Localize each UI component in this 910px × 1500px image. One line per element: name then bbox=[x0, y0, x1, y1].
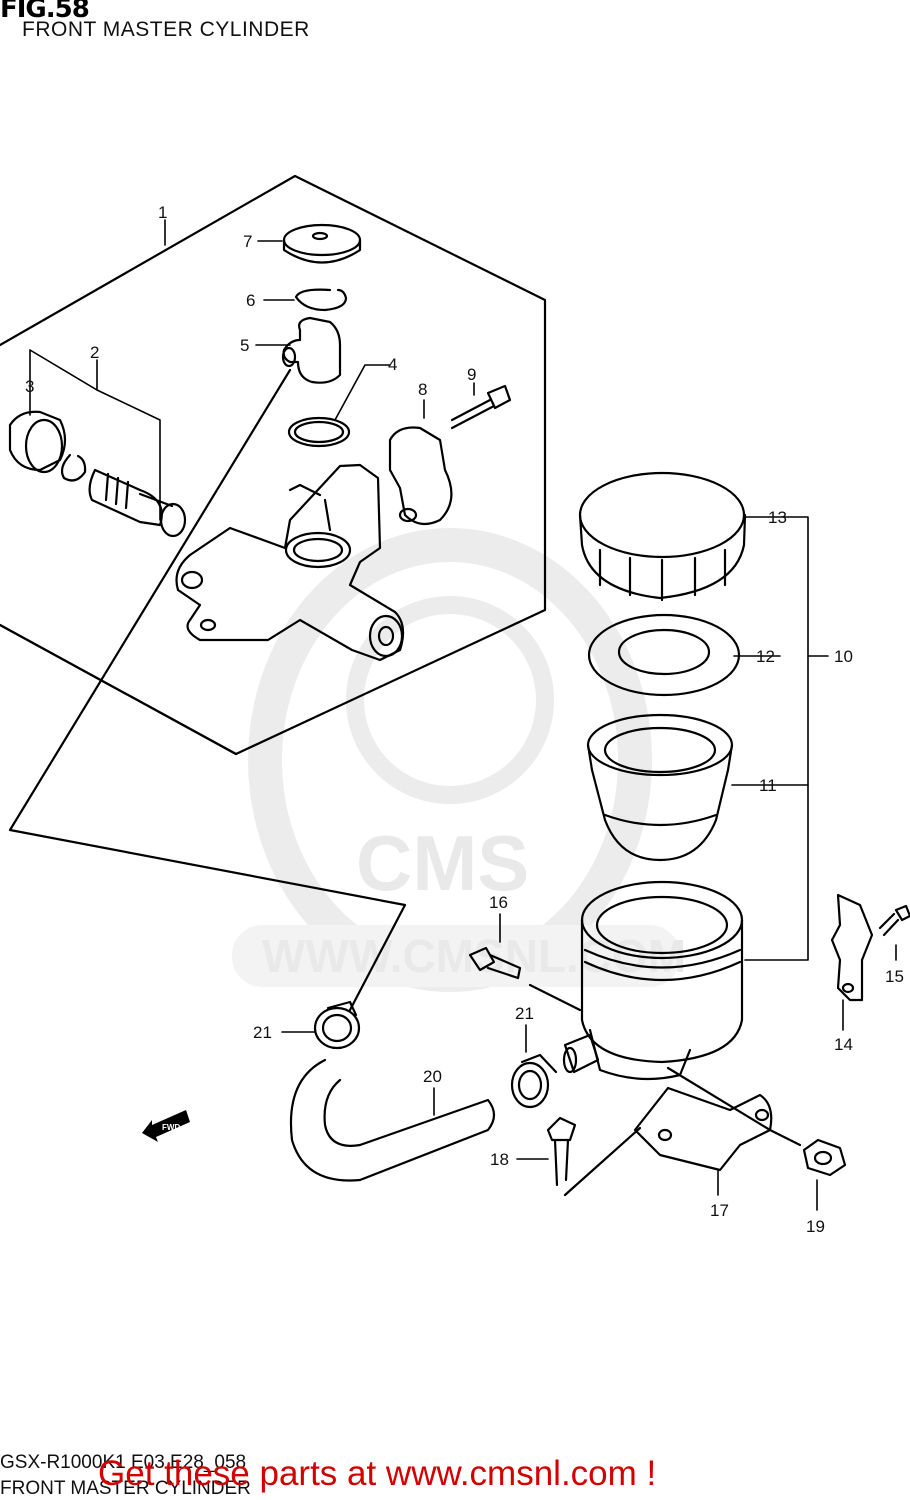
callout-13: 13 bbox=[768, 508, 787, 527]
part-hose-clamp-upper bbox=[313, 1000, 361, 1050]
callout-18: 18 bbox=[490, 1150, 509, 1169]
watermark-brand: CMS bbox=[356, 819, 529, 907]
assembly-box-lower-edge bbox=[0, 623, 238, 756]
footer-subtitle: FRONT MASTER CYLINDER bbox=[0, 1478, 251, 1499]
part-master-cylinder-body bbox=[175, 463, 405, 662]
callout-11: 11 bbox=[759, 776, 777, 795]
part-piston-set bbox=[88, 468, 187, 538]
part-reservoir-cap-small bbox=[282, 223, 362, 264]
part-bolt-clamp bbox=[450, 384, 512, 430]
callout-9: 9 bbox=[467, 365, 476, 384]
part-diaphragm-plate bbox=[587, 613, 741, 697]
callout-12: 12 bbox=[756, 647, 775, 666]
callout-leaders bbox=[29, 219, 897, 1211]
part-nut bbox=[802, 1138, 847, 1177]
callout-10: 10 bbox=[834, 647, 853, 666]
part-circlip-small bbox=[60, 453, 87, 482]
part-hose-clamp-lower bbox=[510, 1053, 558, 1109]
part-screw-bracket bbox=[878, 904, 910, 937]
watermark-logo-face bbox=[346, 596, 554, 804]
part-circlip-upper bbox=[294, 288, 348, 312]
callout-16: 16 bbox=[489, 893, 508, 912]
callout-8: 8 bbox=[418, 380, 427, 399]
fwd-direction-arrow: FWD bbox=[142, 1110, 190, 1142]
leader-hose-connection bbox=[8, 368, 407, 1012]
part-bolt-reservoir bbox=[468, 946, 522, 980]
part-hose-joint bbox=[281, 316, 342, 384]
callout-5: 5 bbox=[240, 336, 249, 355]
part-bracket-small bbox=[830, 893, 874, 1002]
fwd-label: FWD bbox=[162, 1123, 180, 1132]
callout-2: 2 bbox=[90, 343, 99, 362]
callout-7: 7 bbox=[243, 232, 252, 251]
get-parts-link[interactable]: Get these parts at www.cmsnl.com ! bbox=[98, 1454, 657, 1493]
callout-3: 3 bbox=[25, 377, 34, 396]
figure-title: FRONT MASTER CYLINDER bbox=[22, 18, 310, 41]
callout-15: 15 bbox=[885, 967, 904, 986]
callout-14: 14 bbox=[834, 1035, 853, 1054]
callout-21-upper: 21 bbox=[253, 1023, 272, 1042]
callout-21-lower: 21 bbox=[515, 1004, 534, 1023]
part-o-ring bbox=[287, 416, 351, 448]
part-reservoir-bracket bbox=[633, 1086, 773, 1172]
figure-number: FIG.58 bbox=[0, 0, 90, 24]
part-bolt-bracket bbox=[546, 1116, 577, 1187]
callout-6: 6 bbox=[246, 291, 255, 310]
callout-1: 1 bbox=[158, 203, 167, 222]
callout-19: 19 bbox=[806, 1217, 825, 1236]
part-reservoir-cap bbox=[578, 471, 747, 602]
callout-4: 4 bbox=[388, 355, 397, 374]
cms-watermark: CMS WWW.CMSNL.COM bbox=[232, 528, 686, 992]
callout-17: 17 bbox=[710, 1201, 729, 1220]
part-reservoir-hose bbox=[289, 1058, 496, 1182]
part-reservoir-tank bbox=[562, 880, 744, 1081]
part-master-cylinder-holder bbox=[388, 426, 453, 526]
part-diaphragm bbox=[586, 713, 734, 862]
model-code: GSX-R1000K1 E03 E28_058 bbox=[0, 1452, 247, 1473]
part-dust-boot bbox=[8, 410, 67, 474]
watermark-url-band bbox=[232, 925, 680, 987]
callout-labels: 1 2 3 4 5 6 7 8 9 10 11 12 13 14 15 16 1… bbox=[25, 203, 904, 1236]
callout-20: 20 bbox=[423, 1067, 442, 1086]
